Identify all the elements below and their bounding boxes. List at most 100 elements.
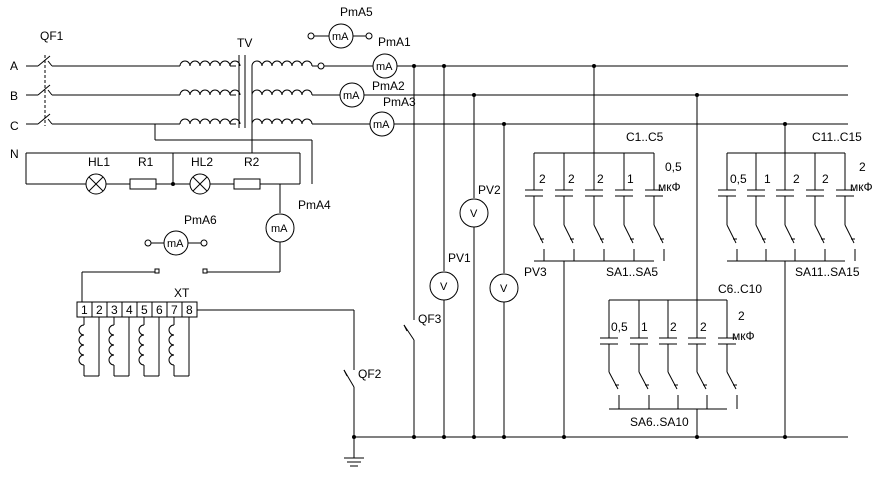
pa5-label: PmA5 bbox=[340, 5, 373, 19]
pv1-label: PV1 bbox=[448, 251, 471, 265]
r1-label: R1 bbox=[138, 155, 154, 169]
coil-icon bbox=[108, 317, 130, 377]
hl1-label: HL1 bbox=[88, 155, 110, 169]
secondary-outputs bbox=[251, 62, 370, 153]
coil-icon bbox=[78, 317, 100, 377]
g2-cap-value-2: 1 bbox=[641, 320, 648, 334]
g2-unit: мкФ bbox=[732, 329, 755, 343]
pv3-meter-text: V bbox=[500, 283, 508, 295]
qf3-breaker bbox=[403, 66, 415, 437]
capacitor-bank-1 bbox=[525, 66, 665, 437]
xt-terminal-1: 1 bbox=[81, 303, 88, 317]
pa5-meter-text: mA bbox=[332, 31, 349, 43]
lamp-resistor-chain bbox=[25, 153, 280, 186]
xt-terminal-8: 8 bbox=[186, 303, 193, 317]
tv-core bbox=[238, 55, 246, 128]
capacitor-bank-3 bbox=[718, 124, 856, 437]
g2-cap-value-5: 2 bbox=[738, 309, 745, 323]
coil-icon bbox=[168, 317, 190, 377]
pv3-label: PV3 bbox=[524, 265, 547, 279]
pa4-label: PmA4 bbox=[298, 198, 331, 212]
xt-terminal-6: 6 bbox=[156, 303, 163, 317]
pv2-meter: V bbox=[459, 95, 489, 437]
g2-cap-value-4: 2 bbox=[700, 320, 707, 334]
junction-dots bbox=[352, 64, 787, 439]
g2-branch-3 bbox=[659, 300, 679, 409]
g1-branch-1 bbox=[525, 153, 545, 261]
hl2-label: HL2 bbox=[191, 155, 213, 169]
g1-cap-value-1: 2 bbox=[539, 172, 546, 186]
xt-terminal-7: 7 bbox=[171, 303, 178, 317]
xt-terminal-block: 1 2 3 4 5 6 7 8 bbox=[76, 301, 198, 318]
g1-branch-2 bbox=[555, 153, 575, 261]
g3-cap-value-2: 1 bbox=[764, 172, 771, 186]
g2-branch-1 bbox=[600, 300, 620, 409]
sa6sa10-label: SA6..SA10 bbox=[630, 415, 689, 429]
pa2-label: PmA2 bbox=[372, 79, 405, 93]
g1-unit: мкФ bbox=[658, 180, 681, 194]
pa5-meter: mA bbox=[307, 23, 373, 49]
g2-cap-value-3: 2 bbox=[670, 320, 677, 334]
g1-cap-value-2: 2 bbox=[568, 172, 575, 186]
xt-terminal-3: 3 bbox=[111, 303, 118, 317]
g3-branch-2 bbox=[747, 153, 767, 261]
g3-branch-5 bbox=[836, 153, 856, 261]
c11c15-label: C11..C15 bbox=[812, 130, 862, 144]
qf1-label: QF1 bbox=[40, 29, 64, 43]
pa1-meter: mA bbox=[324, 53, 848, 79]
g2-branch-2 bbox=[630, 300, 650, 409]
g2-branch-5 bbox=[718, 300, 738, 409]
primary-feed bbox=[52, 65, 180, 125]
pa2-meter: mA bbox=[339, 82, 848, 108]
ground-icon bbox=[344, 437, 364, 467]
g1-cap-value-5: 0,5 bbox=[665, 160, 682, 174]
pa6-meter-text: mA bbox=[167, 238, 184, 250]
pa4-meter-text: mA bbox=[271, 223, 288, 235]
qf2-wiring bbox=[197, 309, 355, 437]
xt-coils bbox=[78, 317, 190, 377]
qf3-label: QF3 bbox=[418, 312, 442, 326]
g1-cap-value-3: 2 bbox=[597, 172, 604, 186]
sa1sa5-label: SA1..SA5 bbox=[606, 265, 658, 279]
tv-neutral-wiring bbox=[154, 124, 313, 213]
xt-terminal-5: 5 bbox=[141, 303, 148, 317]
hl1-lamp-icon bbox=[85, 173, 107, 195]
pa3-meter-text: mA bbox=[373, 119, 390, 131]
pa2-meter-text: mA bbox=[343, 90, 360, 102]
sa11sa15-label: SA11..SA15 bbox=[795, 265, 860, 279]
pa3-meter: mA bbox=[369, 111, 848, 137]
pa4-meter: mA bbox=[205, 213, 295, 273]
pa6-label: PmA6 bbox=[184, 213, 217, 227]
pa1-label: PmA1 bbox=[378, 35, 411, 49]
tv-label: TV bbox=[237, 36, 252, 50]
xt-label: XT bbox=[174, 286, 190, 300]
tv-secondary-coils bbox=[251, 60, 313, 125]
g1-branch-4 bbox=[615, 153, 635, 261]
r2-resistor bbox=[233, 178, 261, 190]
g1-cap-value-4: 1 bbox=[627, 172, 634, 186]
pv1-meter: V bbox=[429, 66, 459, 437]
pv2-meter-text: V bbox=[470, 208, 478, 220]
pv2-label: PV2 bbox=[478, 183, 501, 197]
g3-branch-1 bbox=[718, 153, 738, 261]
phase-b-label: B bbox=[10, 89, 18, 103]
g2-branch-4 bbox=[688, 300, 708, 409]
g3-cap-value-1: 0,5 bbox=[730, 172, 747, 186]
g3-unit: мкФ bbox=[850, 180, 873, 194]
input-lines bbox=[26, 65, 300, 154]
g3-cap-value-3: 2 bbox=[793, 172, 800, 186]
g2-cap-value-1: 0,5 bbox=[611, 320, 628, 334]
c6c10-label: C6..C10 bbox=[718, 282, 762, 296]
c1c5-label: C1..C5 bbox=[626, 130, 664, 144]
g3-cap-value-4: 2 bbox=[822, 172, 829, 186]
qf1-breaker bbox=[37, 55, 53, 126]
phase-n-label: N bbox=[10, 147, 19, 161]
qf2-label: QF2 bbox=[358, 367, 382, 381]
hl2-lamp-icon bbox=[189, 173, 211, 195]
r2-label: R2 bbox=[244, 155, 260, 169]
phase-c-label: C bbox=[10, 119, 19, 133]
pv3-meter: V bbox=[489, 124, 519, 437]
g3-cap-value-5: 2 bbox=[859, 160, 866, 174]
pa3-label: PmA3 bbox=[383, 95, 416, 109]
